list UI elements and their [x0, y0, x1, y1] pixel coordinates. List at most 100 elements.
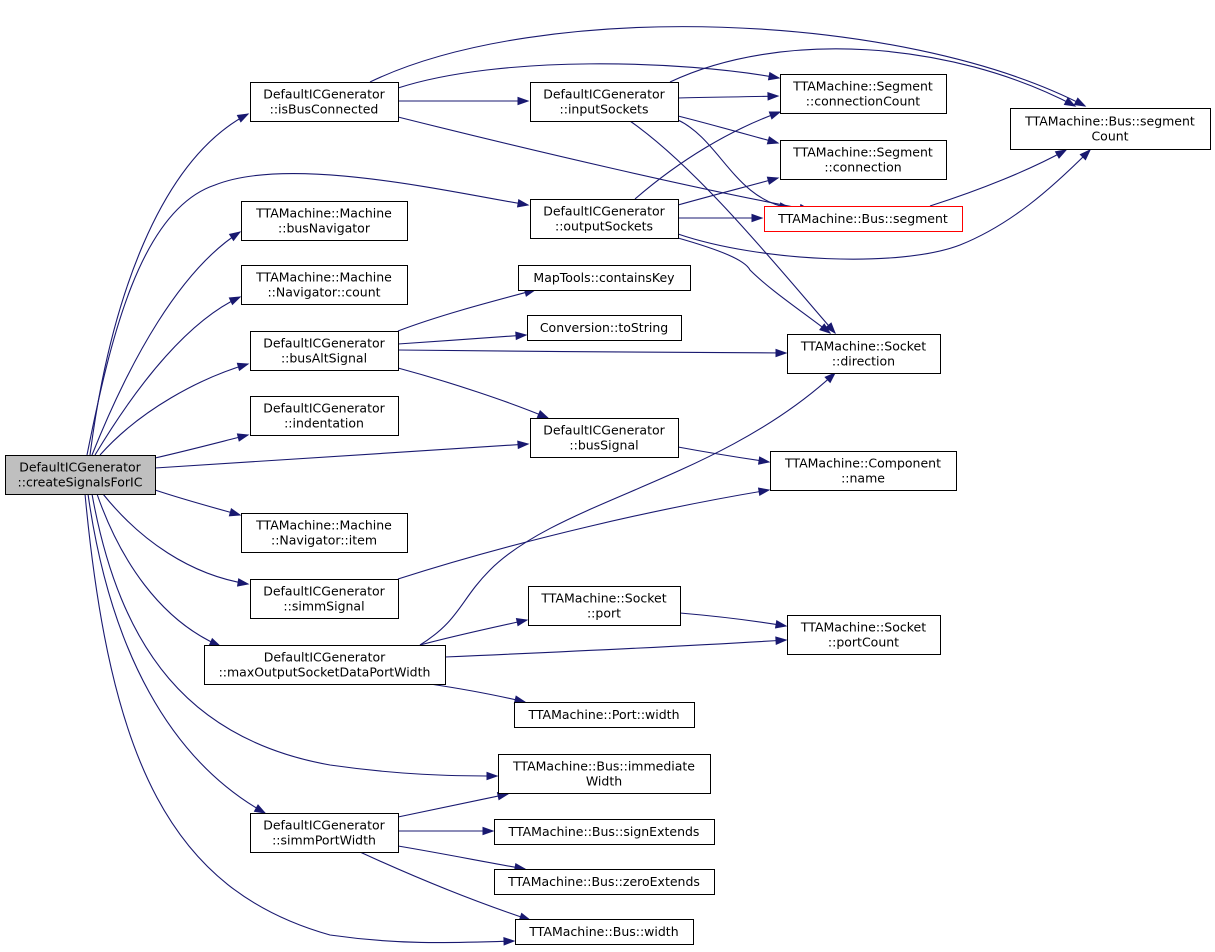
node-label-line: ::busNavigator — [278, 221, 371, 236]
node-label-line: TTAMachine::Bus::width — [528, 924, 678, 939]
node-label-line: Conversion::toString — [540, 320, 668, 335]
node-busWidth[interactable]: TTAMachine::Bus::width — [515, 919, 694, 945]
node-label-line: TTAMachine::Port::width — [527, 707, 679, 722]
arrowhead — [766, 176, 780, 185]
arrowhead — [775, 636, 788, 645]
node-label-line: ::maxOutputSocketDataPortWidth — [219, 665, 431, 680]
node-portWidth[interactable]: TTAMachine::Port::width — [514, 702, 695, 728]
node-label-line: TTAMachine::Segment — [792, 145, 933, 160]
edge-line — [669, 48, 1076, 107]
edge-line — [444, 639, 787, 658]
node-isBusConnected[interactable]: DefaultICGenerator::isBusConnected — [250, 82, 399, 122]
edge-inputSockets-to-segConnCount — [677, 92, 780, 101]
edge-line — [397, 63, 780, 89]
edge-line — [679, 612, 787, 627]
arrowhead — [516, 199, 530, 208]
node-sockDirection[interactable]: TTAMachine::Socket::direction — [787, 334, 941, 374]
node-sockPortCount[interactable]: TTAMachine::Socket::portCount — [787, 615, 941, 655]
node-label-line: ::indentation — [284, 416, 364, 431]
node-toString[interactable]: Conversion::toString — [527, 315, 682, 341]
node-box — [241, 265, 408, 305]
node-simmPortWidth[interactable]: DefaultICGenerator::simmPortWidth — [250, 813, 399, 853]
node-indentation[interactable]: DefaultICGenerator::indentation — [250, 396, 399, 436]
edge-line — [397, 334, 527, 345]
node-box — [250, 82, 399, 122]
edge-line — [677, 115, 779, 144]
node-box — [787, 615, 941, 655]
edge-line — [677, 149, 1091, 260]
edge-maxOutput-to-sockPortCount — [444, 636, 788, 658]
edge-line — [96, 493, 221, 647]
node-signExt[interactable]: TTAMachine::Bus::signExtends — [494, 819, 715, 845]
node-label-line: DefaultICGenerator — [543, 87, 665, 102]
node-simmSignal[interactable]: DefaultICGenerator::simmSignal — [250, 579, 399, 619]
edge-line — [634, 111, 781, 200]
edge-line — [397, 289, 536, 332]
edge-createSignalsForIC-to-maxOutput — [96, 493, 222, 647]
node-label-line: ::Navigator::item — [271, 533, 377, 548]
edge-outputSockets-to-segConn — [677, 176, 780, 206]
node-segConnCount[interactable]: TTAMachine::Segment::connectionCount — [780, 74, 947, 114]
node-label-line: DefaultICGenerator — [543, 423, 665, 438]
node-label-line: ::portCount — [828, 635, 899, 650]
edge-line — [419, 619, 528, 646]
node-compName[interactable]: TTAMachine::Component::name — [770, 451, 957, 491]
arrowhead — [486, 771, 499, 781]
node-label-line: ::Navigator::count — [267, 285, 380, 300]
node-inputSockets[interactable]: DefaultICGenerator::inputSockets — [530, 82, 679, 122]
arrowhead — [236, 113, 250, 123]
node-box — [530, 199, 679, 239]
edge-line — [154, 443, 529, 469]
node-busSegment[interactable]: TTAMachine::Bus::segment — [764, 206, 963, 232]
edge-line — [91, 493, 498, 777]
edge-createSignalsForIC-to-immWidth — [91, 493, 499, 781]
node-busSignal[interactable]: DefaultICGenerator::busSignal — [530, 418, 679, 458]
edge-line — [91, 231, 241, 456]
edge-createSignalsForIC-to-outputSockets — [86, 173, 530, 456]
arrowhead — [228, 296, 242, 306]
edge-outputSockets-to-segConnCount — [634, 111, 782, 200]
node-box — [250, 396, 399, 436]
edge-line — [102, 493, 249, 585]
node-zeroExt[interactable]: TTAMachine::Bus::zeroExtends — [494, 869, 715, 895]
edge-line — [84, 493, 515, 944]
node-maxOutput[interactable]: DefaultICGenerator::maxOutputSocketDataP… — [204, 645, 446, 685]
edge-line — [397, 845, 526, 870]
arrowhead — [482, 826, 495, 836]
node-label-line: DefaultICGenerator — [263, 336, 385, 351]
node-containsKey[interactable]: MapTools::containsKey — [518, 265, 691, 291]
node-label-line: DefaultICGenerator — [263, 584, 385, 599]
node-sockPort[interactable]: TTAMachine::Socket::port — [528, 586, 681, 626]
arrowhead — [819, 323, 832, 334]
arrowhead — [1079, 148, 1092, 161]
node-navItem[interactable]: TTAMachine::Machine::Navigator::item — [241, 513, 408, 553]
node-busNavigator[interactable]: TTAMachine::Machine::busNavigator — [241, 201, 408, 241]
node-box — [528, 586, 681, 626]
edge-maxOutput-to-sockDirection — [419, 371, 837, 646]
node-label-line: TTAMachine::Segment — [792, 79, 933, 94]
node-segConn[interactable]: TTAMachine::Segment::connection — [780, 140, 947, 180]
node-label-line: DefaultICGenerator — [263, 87, 385, 102]
edge-outputSockets-to-busSegCount — [677, 148, 1092, 260]
edge-createSignalsForIC-to-simmPortWidth — [87, 493, 267, 814]
node-outputSockets[interactable]: DefaultICGenerator::outputSockets — [530, 199, 679, 239]
arrowhead — [757, 456, 771, 465]
node-box — [5, 455, 156, 495]
edge-isBusConnected-to-segConnCount — [397, 63, 781, 89]
edge-inputSockets-to-segConn — [677, 115, 780, 145]
node-box — [787, 334, 941, 374]
edge-inputSockets-to-busSegment — [677, 119, 792, 211]
arrowhead — [236, 578, 250, 587]
edge-maxOutput-to-sockPort — [419, 618, 529, 646]
node-label-line: TTAMachine::Machine — [255, 270, 392, 285]
edge-busSegment-to-busSegCount — [929, 149, 1068, 207]
node-navCount[interactable]: TTAMachine::Machine::Navigator::count — [241, 265, 408, 305]
node-box — [1010, 108, 1211, 150]
node-label-line: TTAMachine::Bus::zeroExtends — [507, 874, 700, 889]
node-busAltSignal[interactable]: DefaultICGenerator::busAltSignal — [250, 331, 399, 371]
node-box — [250, 579, 399, 619]
node-box — [780, 74, 947, 114]
node-box — [494, 869, 715, 895]
